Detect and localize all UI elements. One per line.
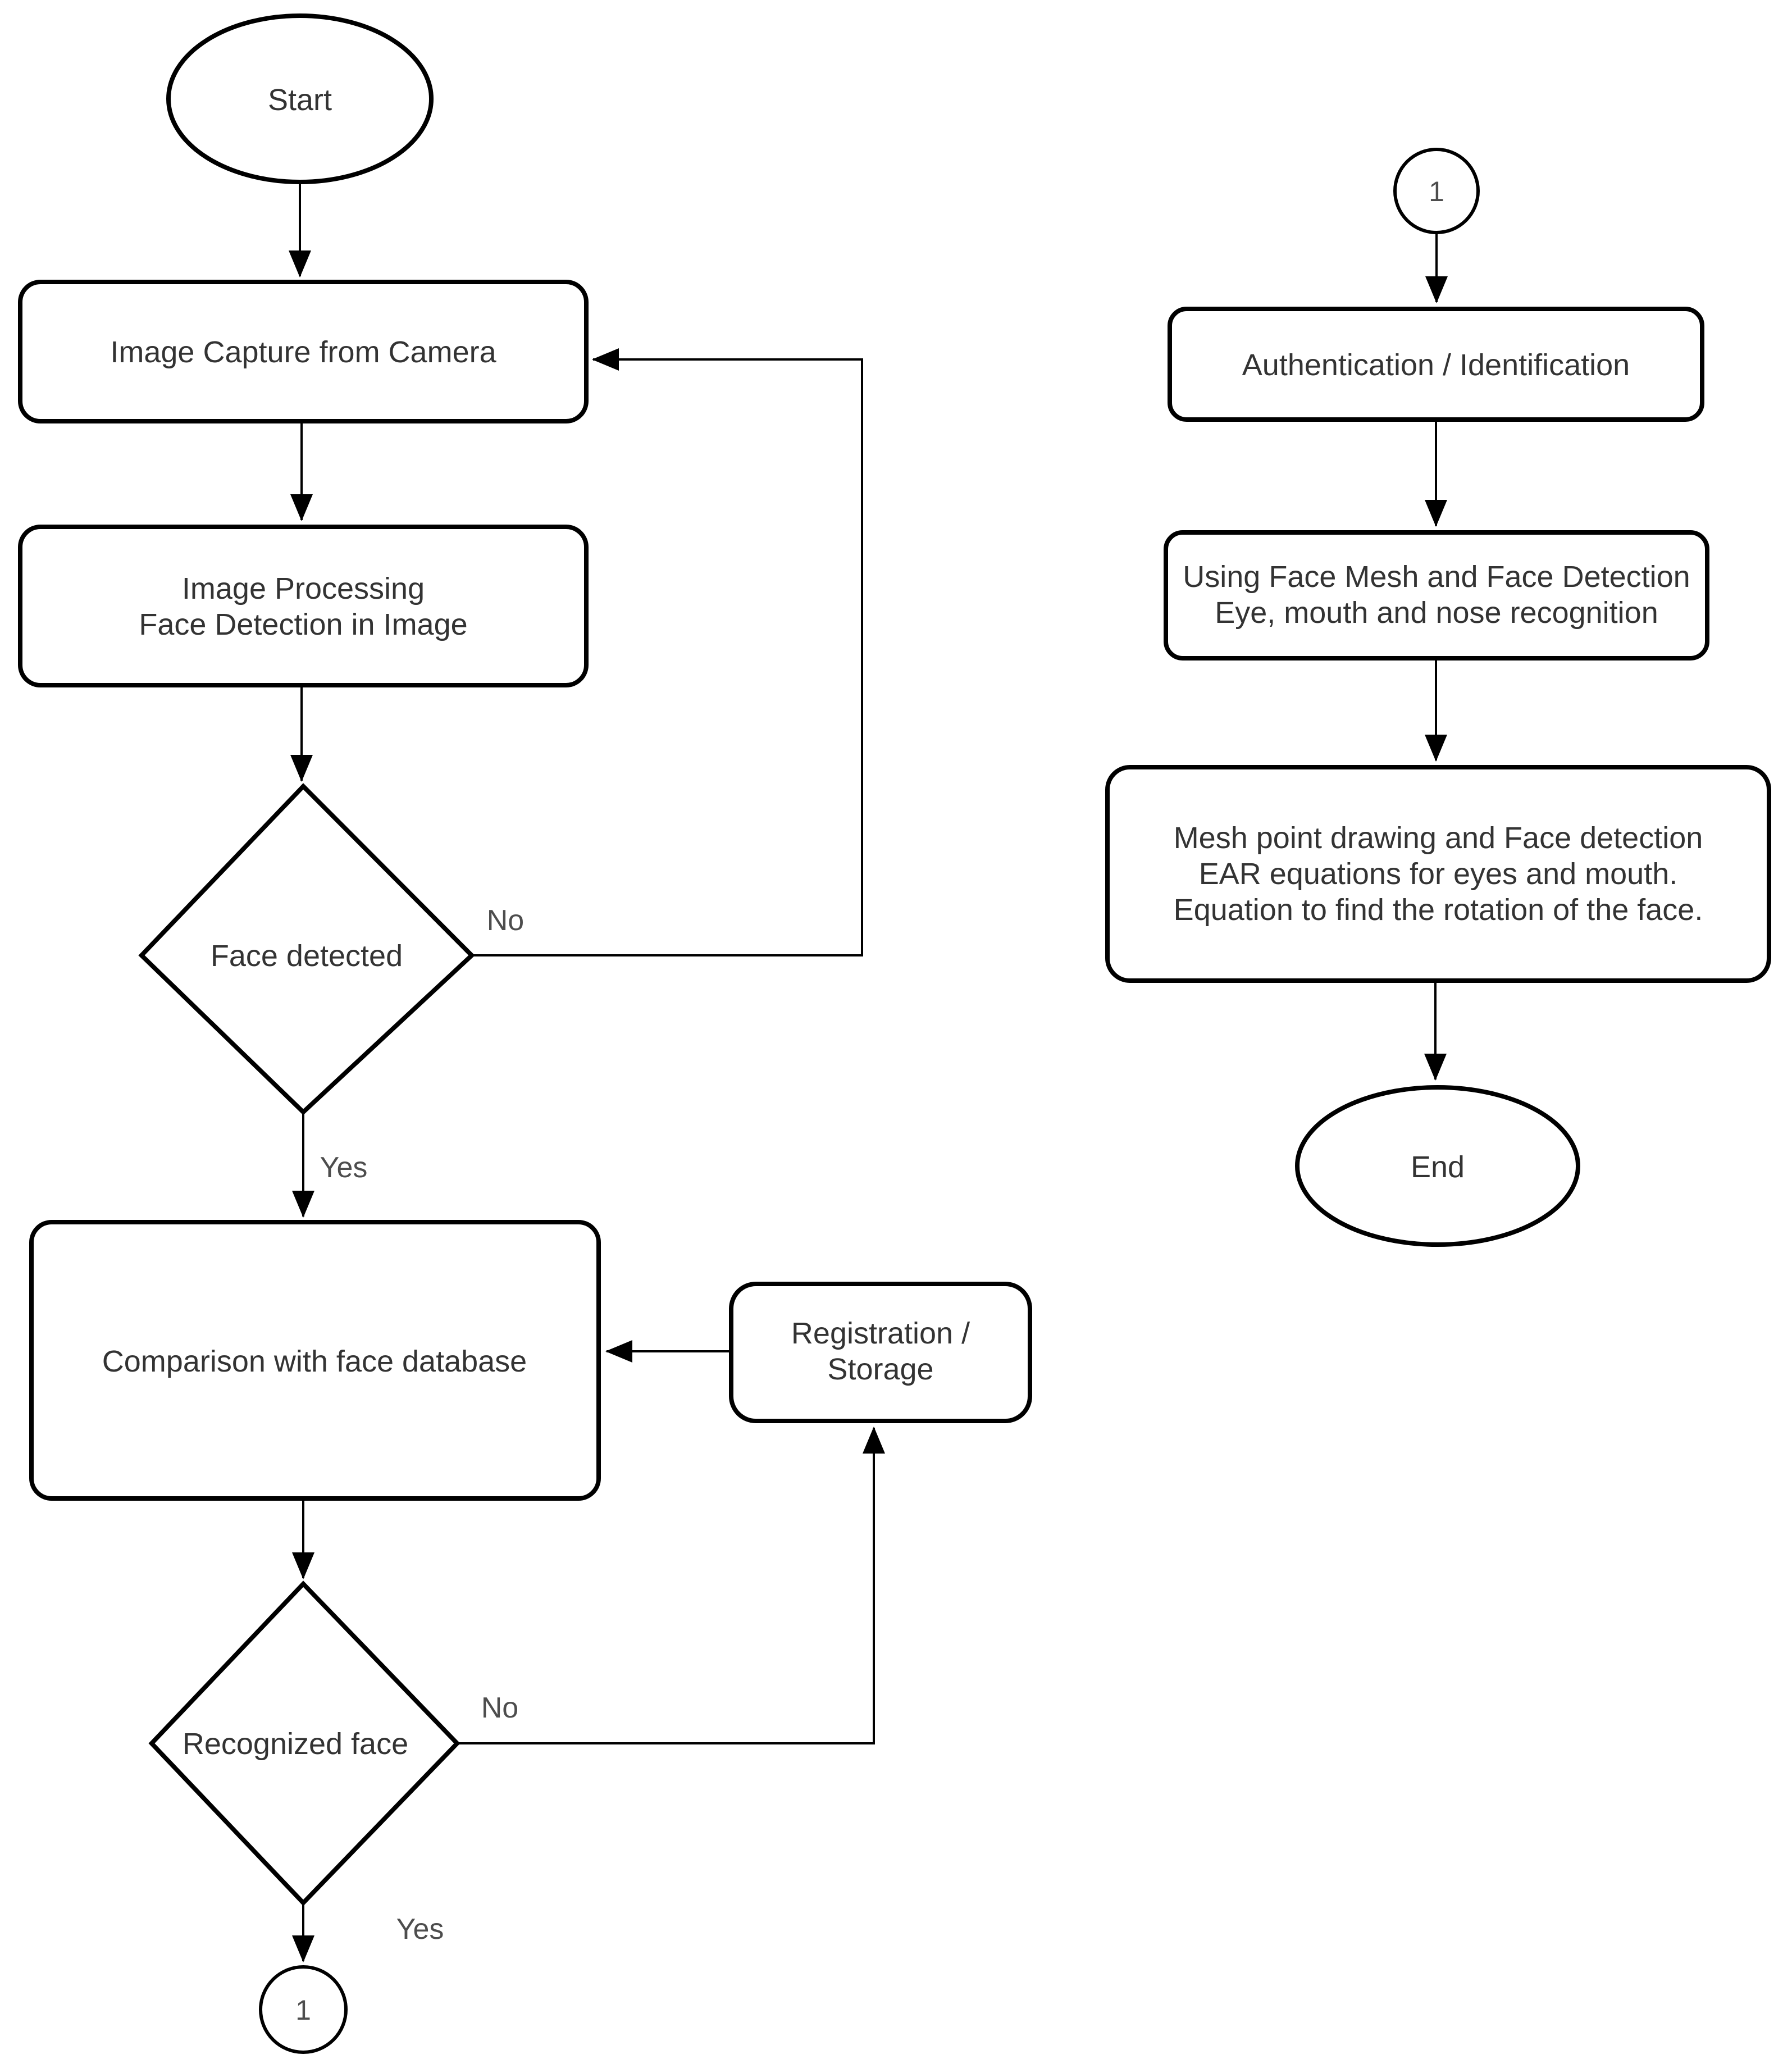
node-comparison: Comparison with face database (29, 1220, 601, 1501)
face-detected-decision-shape (138, 783, 475, 1115)
start-label: Start (268, 83, 332, 117)
connector-1-top-shape (1393, 148, 1480, 234)
mesh-point-process-shape (1105, 765, 1771, 983)
mesh-point-label-line-3: Equation to find the rotation of the fac… (1174, 893, 1703, 927)
edges (289, 183, 1448, 1962)
node-image-capture: Image Capture from Camera (18, 280, 589, 423)
authentication-label: Authentication / Identification (1242, 348, 1630, 382)
recognized-face-label: Recognized face (183, 1727, 408, 1761)
authentication-process-shape (1168, 307, 1704, 422)
edge-recognized-face-no-loop (457, 1427, 885, 1744)
image-processing-label-line-1: Image Processing (182, 572, 425, 605)
node-face-mesh: Using Face Mesh and Face Detection Eye, … (1164, 530, 1709, 660)
node-mesh-point: Mesh point drawing and Face detection EA… (1105, 765, 1771, 983)
image-processing-process-shape (18, 525, 589, 687)
node-recognized-face: Recognized face (148, 1580, 460, 1906)
face-mesh-label-line-1: Using Face Mesh and Face Detection (1183, 560, 1690, 594)
node-start: Start (166, 13, 434, 184)
face-mesh-label-line-2: Eye, mouth and nose recognition (1215, 596, 1658, 630)
face-detected-label: Face detected (211, 939, 403, 973)
node-connector-1-bottom: 1 (259, 1965, 348, 2054)
recognized-face-decision-shape (148, 1580, 460, 1906)
node-registration: Registration / Storage (729, 1282, 1032, 1423)
mesh-point-label-line-1: Mesh point drawing and Face detection (1174, 821, 1703, 855)
comparison-process-shape (29, 1220, 601, 1501)
node-end: End (1295, 1085, 1580, 1247)
registration-label-line-1: Registration / (791, 1317, 970, 1350)
comparison-label: Comparison with face database (102, 1345, 527, 1378)
edge-label-face-detected-no: No (487, 904, 524, 937)
image-capture-label: Image Capture from Camera (110, 335, 496, 369)
edge-label-recognized-face-no: No (481, 1692, 518, 1724)
start-terminator-shape (166, 13, 434, 184)
registration-label-line-2: Storage (827, 1352, 933, 1386)
end-label: End (1411, 1150, 1465, 1184)
image-capture-process-shape (18, 280, 589, 423)
node-authentication: Authentication / Identification (1168, 307, 1704, 422)
connector-1-top-label: 1 (1429, 176, 1444, 207)
end-terminator-shape (1295, 1085, 1580, 1247)
mesh-point-label-line-2: EAR equations for eyes and mouth. (1199, 857, 1678, 891)
node-face-detected: Face detected (138, 783, 475, 1115)
connector-1-bottom-label: 1 (295, 1994, 311, 2026)
image-processing-label-line-2: Face Detection in Image (139, 608, 467, 641)
face-mesh-process-shape (1164, 530, 1709, 660)
edge-label-recognized-face-yes: Yes (396, 1913, 444, 1946)
connector-1-bottom-shape (259, 1965, 348, 2054)
node-connector-1-top: 1 (1393, 148, 1480, 234)
edge-label-face-detected-yes: Yes (320, 1151, 368, 1184)
edge-face-detected-no-loop (472, 348, 863, 956)
registration-process-shape (729, 1282, 1032, 1423)
edge-labels: No Yes No Yes (320, 904, 525, 1946)
node-image-processing: Image Processing Face Detection in Image (18, 525, 589, 687)
